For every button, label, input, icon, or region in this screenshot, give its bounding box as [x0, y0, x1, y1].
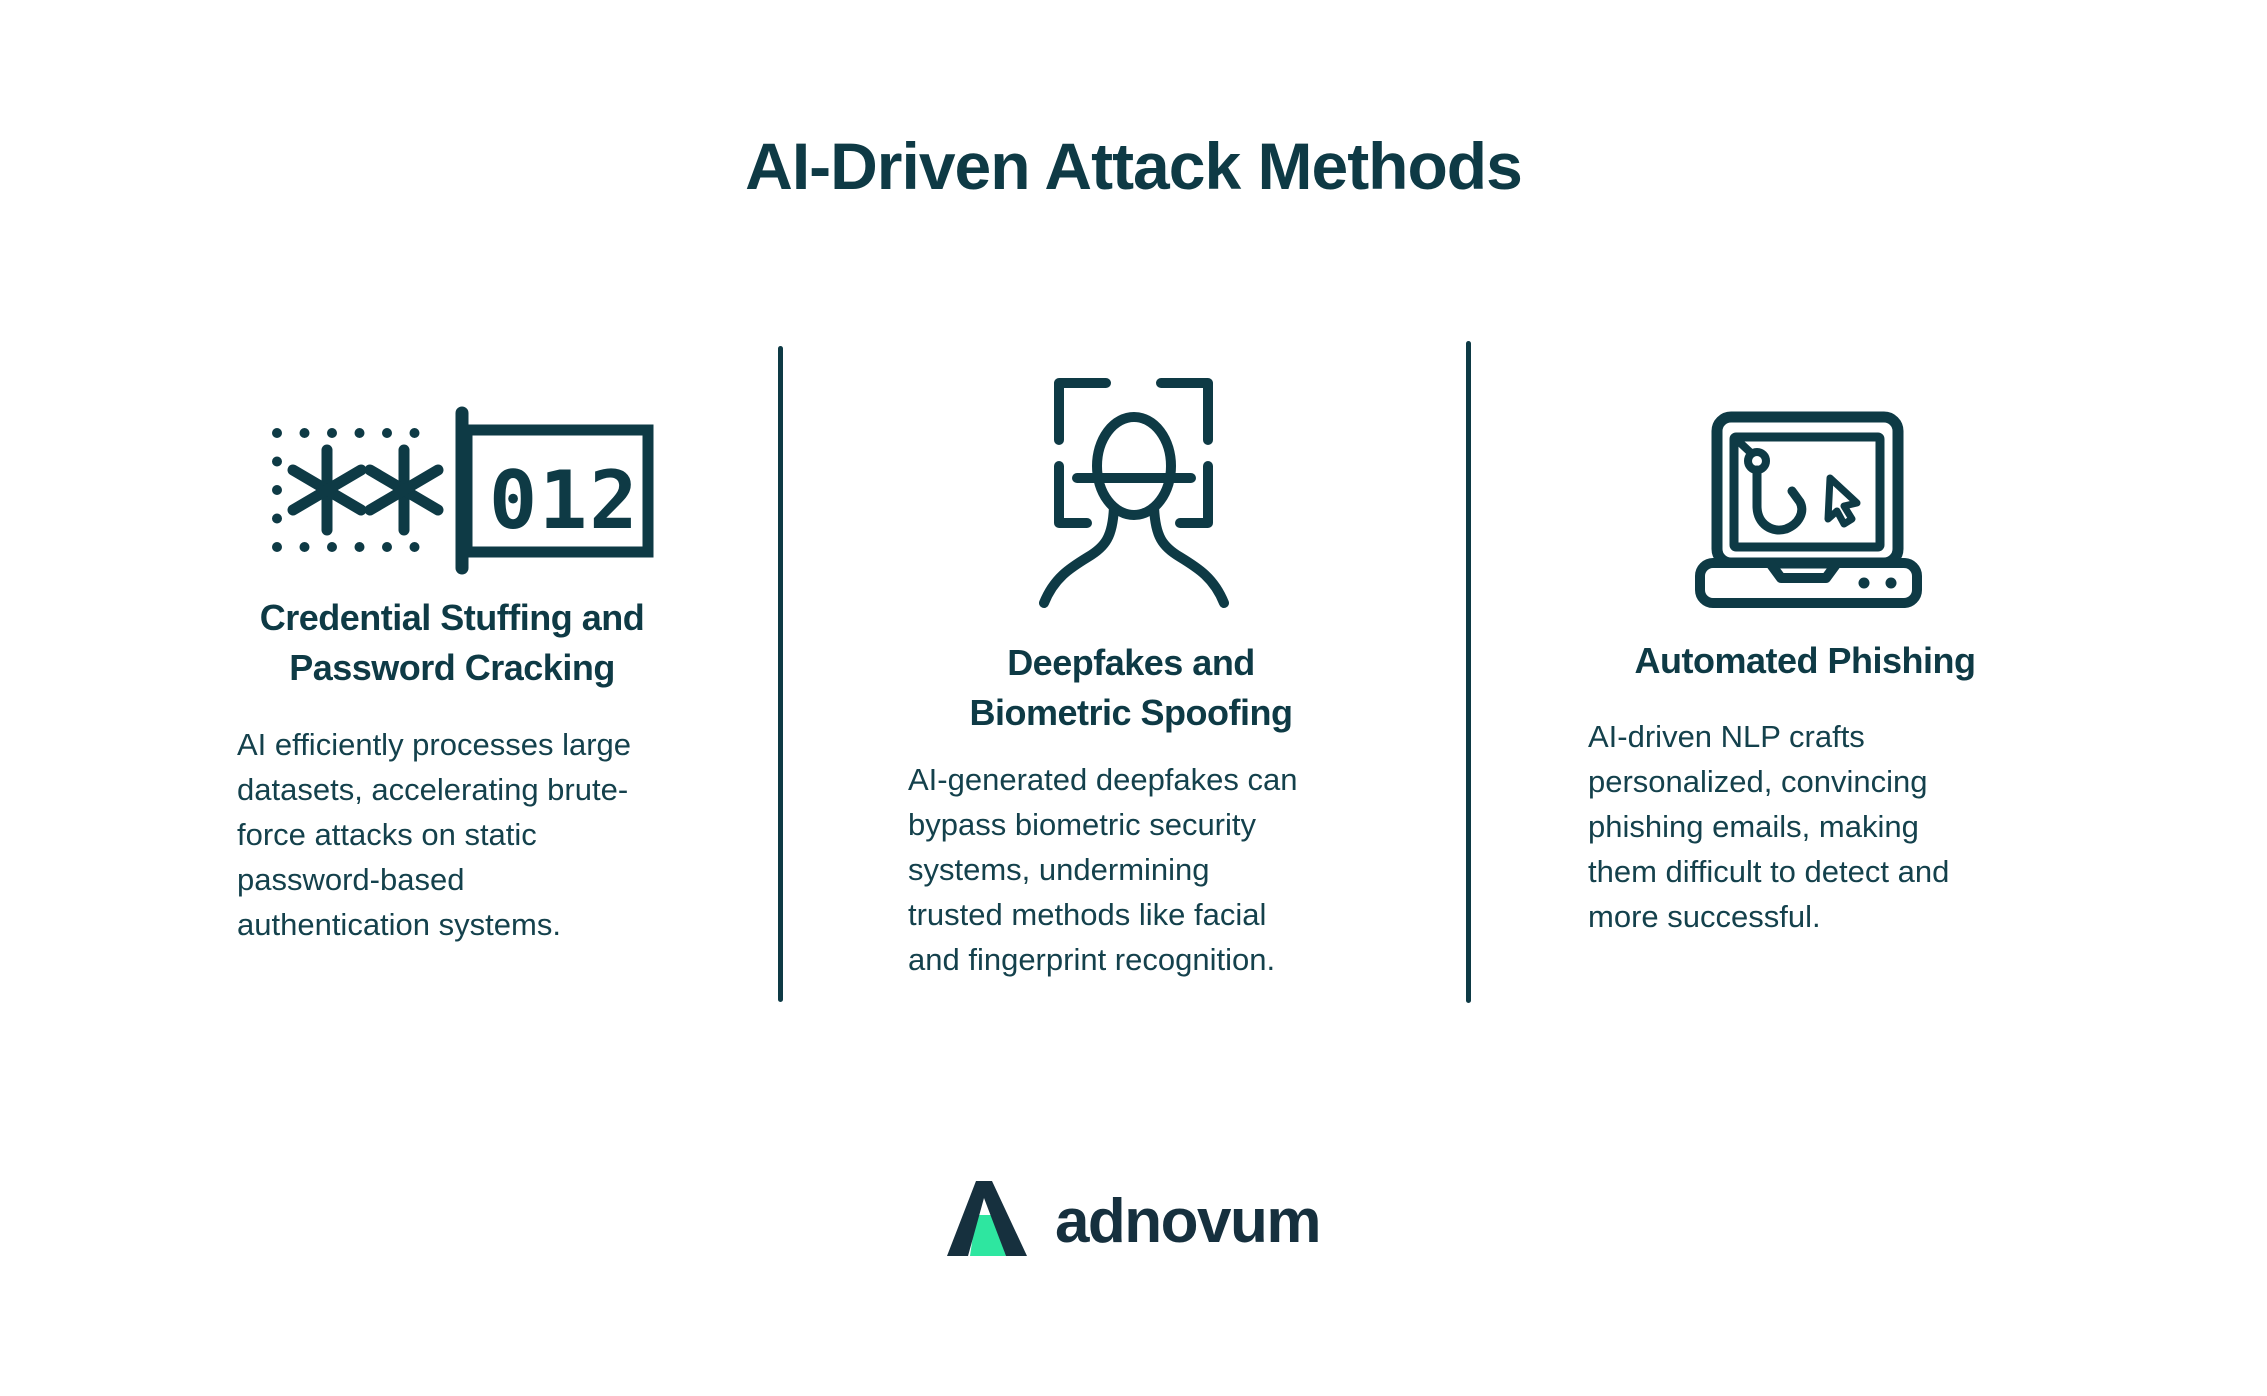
password-cracking-icon: 012 [272, 406, 654, 575]
adnovum-logo-mark-icon [946, 1181, 1027, 1256]
adnovum-logo: adnovum [0, 1180, 2267, 1258]
adnovum-logo-wordmark: adnovum [1054, 1186, 1322, 1256]
password-digits: 012 [489, 454, 640, 547]
column-divider [1466, 341, 1471, 1003]
column-heading-automated-phishing: Automated Phishing [1634, 640, 1977, 681]
column-heading-deepfakes: Deepfakes and Biometric Spoofing [969, 642, 1294, 733]
page-title: AI-Driven Attack Methods [745, 129, 1523, 203]
column-body-deepfakes: AI-generated deepfakes can bypass biomet… [908, 762, 1298, 977]
column-heading-credential-stuffing: Credential Stuffing and Password Crackin… [259, 597, 645, 688]
face-scan-icon [1039, 378, 1229, 608]
column-body-automated-phishing: AI-driven NLP crafts personalized, convi… [1588, 719, 1950, 934]
column-divider [778, 346, 783, 1002]
phishing-laptop-icon [1695, 411, 1922, 608]
column-body-credential-stuffing: AI efficiently processes large datasets,… [237, 727, 632, 942]
